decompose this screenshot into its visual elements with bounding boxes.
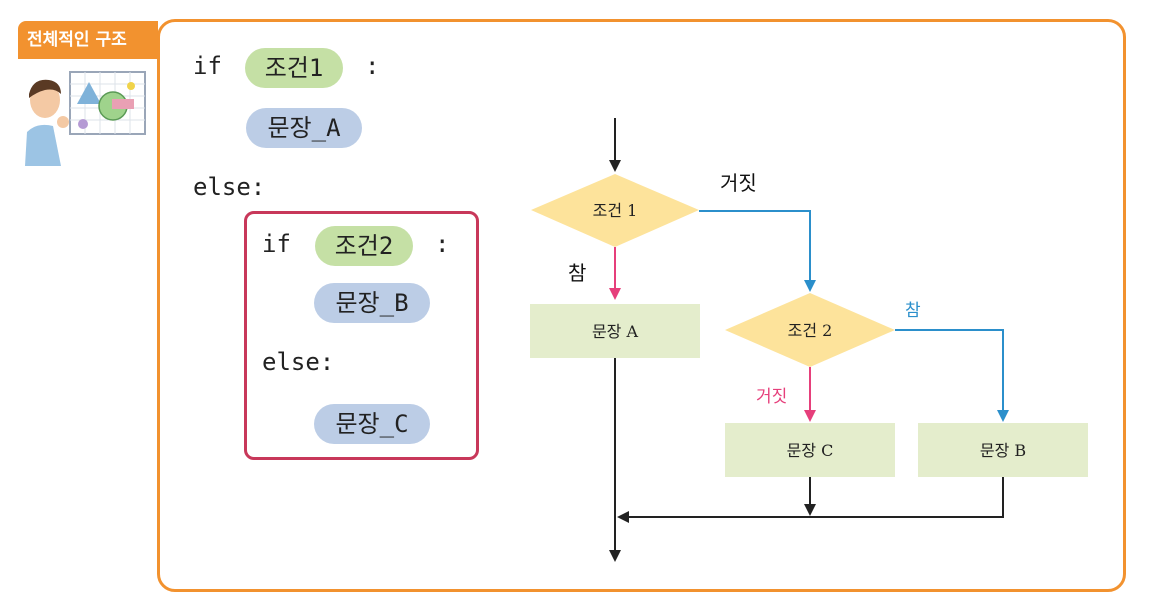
condition1-label: 조건 1 — [593, 201, 638, 220]
code-colon: : — [365, 52, 380, 80]
false1-arrow — [699, 210, 811, 282]
statement-c-box — [725, 423, 895, 477]
stmtB-merge-line — [627, 477, 1004, 518]
statement-a-label: 문장 A — [592, 322, 639, 341]
true1-label: 참 — [568, 261, 586, 285]
condition2-label: 조건 2 — [788, 321, 833, 340]
code-nested-if-keyword: if — [262, 230, 291, 258]
statement-c-label: 문장 C — [787, 441, 834, 460]
condition1-pill: 조건1 — [245, 48, 343, 88]
section-tab: 전체적인 구조 — [18, 21, 158, 59]
code-if-keyword: if — [193, 52, 222, 80]
statement-b-label: 문장 B — [980, 441, 1026, 460]
statement-a-pill: 문장_A — [246, 108, 362, 148]
thinking-person-illustration — [25, 71, 146, 166]
code-nested-colon: : — [435, 230, 450, 258]
condition2-pill: 조건2 — [315, 226, 413, 266]
false1-label: 거짓 — [720, 171, 757, 195]
nested-if-box — [244, 211, 479, 460]
condition2-diamond — [725, 293, 895, 367]
condition1-diamond — [531, 174, 699, 247]
true2-arrow — [895, 329, 1004, 412]
code-nested-else-keyword: else: — [262, 348, 335, 376]
statement-a-box — [530, 304, 700, 358]
statement-c-pill: 문장_C — [314, 404, 430, 444]
false2-label: 거짓 — [756, 387, 787, 407]
code-else-keyword: else: — [193, 173, 266, 201]
true2-label: 참 — [905, 301, 921, 321]
statement-b-box — [918, 423, 1088, 477]
statement-b-pill: 문장_B — [314, 283, 430, 323]
